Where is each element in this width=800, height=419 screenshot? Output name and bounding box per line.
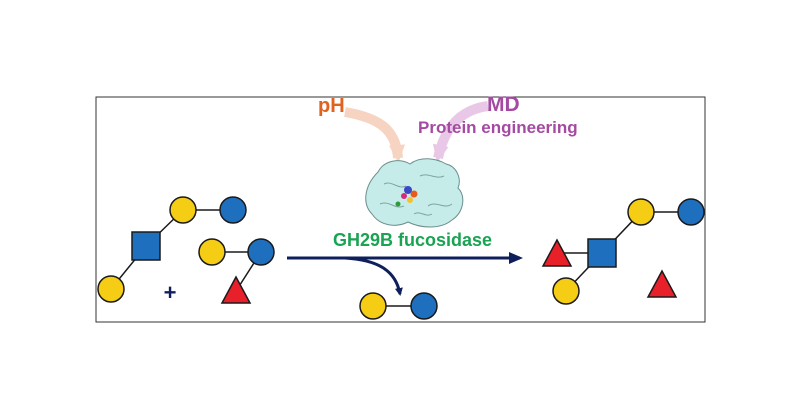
ph-arrow <box>344 107 406 163</box>
substrate-glycan <box>97 196 247 303</box>
product-glycan <box>541 198 705 305</box>
galactose-circle <box>97 275 125 303</box>
protein-structure-icon <box>365 158 464 228</box>
md-label: MD <box>487 93 520 116</box>
glcnac-square <box>587 238 617 268</box>
galactose-circle <box>552 277 580 305</box>
glcnac-square <box>131 231 161 261</box>
galactose-circle <box>359 292 387 320</box>
md-arrow <box>432 101 489 163</box>
plus-icon: + <box>164 280 177 305</box>
fucose-triangle <box>541 238 573 267</box>
byproduct-arrow <box>344 256 403 296</box>
ph-label: pH <box>318 95 345 117</box>
donor-glycan <box>198 238 275 304</box>
fucose-triangle <box>646 269 678 298</box>
glucose-circle <box>410 292 438 320</box>
glucose-circle <box>247 238 275 266</box>
glucose-circle <box>219 196 247 224</box>
byproduct-glycan <box>359 292 438 320</box>
galactose-circle <box>169 196 197 224</box>
galactose-circle <box>627 198 655 226</box>
diagram-frame <box>95 96 706 323</box>
galactose-circle <box>198 238 226 266</box>
enzyme-label: GH29B fucosidase <box>333 230 493 250</box>
protein-engineering-label: Protein engineering <box>418 118 578 137</box>
fucose-triangle <box>220 275 252 304</box>
glucose-circle <box>677 198 705 226</box>
